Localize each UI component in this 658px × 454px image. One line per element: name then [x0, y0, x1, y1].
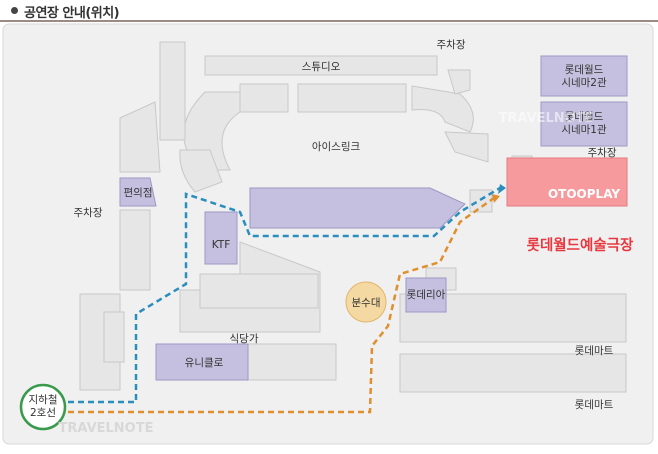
- route-blue: [68, 186, 501, 404]
- small-block-right: [469, 189, 493, 213]
- section-header: 공연장 안내(위치): [0, 0, 658, 22]
- label-ktf: KTF: [212, 239, 231, 251]
- label-uniqlo: 유니클로: [185, 357, 224, 369]
- section-title: 공연장 안내(위치): [24, 6, 120, 21]
- label-otooplay: OTOOPLAY: [548, 187, 620, 201]
- cinema2-building: [540, 55, 628, 97]
- rink-segment-lower-left: [179, 149, 223, 193]
- label-ice-rink: 아이스링크: [312, 141, 361, 153]
- cinema1-building: [540, 101, 628, 147]
- studio-building: [204, 55, 438, 76]
- label-convenience: 편의점: [124, 186, 153, 199]
- rink-segment-right: [444, 131, 489, 163]
- lotte-mart-building-2: [399, 353, 627, 393]
- label-theater: 롯데월드예술극장: [527, 236, 634, 254]
- fountain: [345, 281, 387, 323]
- left-block: [119, 101, 161, 173]
- subway-station: [19, 383, 67, 431]
- left-mid-building: [119, 209, 151, 291]
- uniqlo-store: [155, 343, 249, 381]
- label-lotte-mart-1: 롯데마트: [575, 345, 614, 357]
- venue-map-svg: 스튜디오 주차장 주차장 주차장 아이스링크 편의점 KTF 분수대 롯데리아 …: [2, 23, 654, 445]
- otooplay-venue: [506, 157, 628, 207]
- lotteria-store: [405, 277, 447, 313]
- left-tower: [159, 41, 186, 141]
- left-lower-narrow: [103, 311, 125, 363]
- ktf-store: [204, 211, 238, 265]
- label-fountain: 분수대: [352, 297, 381, 309]
- label-lotteria: 롯데리아: [407, 289, 446, 301]
- label-lotte-mart-2: 롯데마트: [575, 399, 614, 411]
- convenience-store: [119, 177, 157, 207]
- label-parking-right: 주차장: [588, 147, 617, 159]
- watermark-top: TRAVELNOTE: [499, 111, 594, 126]
- rink-segment-top-2: [297, 83, 407, 113]
- bullet-icon: [11, 7, 18, 14]
- route-orange: [68, 196, 495, 414]
- ice-rink-inner: [249, 187, 466, 229]
- route-orange-arrow-icon: [492, 194, 500, 203]
- route-blue-arrow-icon: [498, 184, 506, 194]
- label-parking-top: 주차장: [437, 39, 466, 51]
- label-studio: 스튜디오: [302, 61, 341, 73]
- rink-segment-top-right: [411, 85, 474, 133]
- rink-segment-top-1: [239, 83, 289, 113]
- label-food-street: 식당가: [230, 333, 259, 345]
- parking-top-building: [447, 69, 471, 95]
- center-lower-inner: [199, 273, 319, 309]
- watermark-bottom: TRAVELNOTE: [59, 421, 154, 436]
- venue-map: 스튜디오 주차장 주차장 주차장 아이스링크 편의점 KTF 분수대 롯데리아 …: [0, 22, 658, 450]
- header-divider: [0, 20, 658, 22]
- label-parking-left: 주차장: [74, 207, 103, 219]
